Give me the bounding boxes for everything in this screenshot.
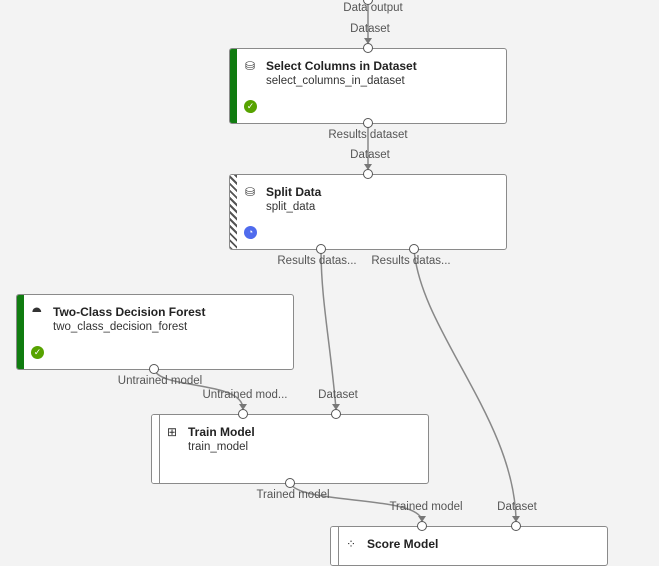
edge xyxy=(413,248,517,522)
node-title: Score Model xyxy=(367,537,439,551)
port-label: Dataset xyxy=(497,501,537,513)
node-subtitle: select_columns_in_dataset xyxy=(266,75,405,87)
status-bar xyxy=(152,415,160,483)
port-label: Dataset xyxy=(350,149,390,161)
node-select-columns[interactable]: ⛁ Select Columns in Dataset select_colum… xyxy=(229,48,507,124)
node-subtitle: two_class_decision_forest xyxy=(53,321,188,333)
node-subtitle: train_model xyxy=(188,441,249,453)
port-label: Data output xyxy=(343,2,403,14)
input-port[interactable] xyxy=(417,521,427,531)
input-port[interactable] xyxy=(238,409,248,419)
status-bar xyxy=(17,295,24,369)
node-train-model[interactable]: ⊞ Train Model train_model xyxy=(151,414,429,484)
tree-icon: ⯊ xyxy=(32,305,42,319)
status-bar xyxy=(230,49,237,123)
output-port[interactable] xyxy=(316,244,326,254)
dataset-gear-icon: ⛁ xyxy=(245,185,256,199)
check-icon: ✓ xyxy=(244,100,257,113)
input-port[interactable] xyxy=(331,409,341,419)
output-port[interactable] xyxy=(363,118,373,128)
node-title: Two-Class Decision Forest xyxy=(53,305,206,319)
edge xyxy=(320,248,337,410)
port-label: Trained model xyxy=(389,501,463,513)
port-label: Untrained mod... xyxy=(202,389,288,401)
output-port[interactable] xyxy=(409,244,419,254)
status-bar xyxy=(331,527,339,565)
scatter-icon: ⁘ xyxy=(346,537,357,551)
node-title: Train Model xyxy=(188,425,255,439)
port-label: Results datas... xyxy=(371,255,451,267)
port-label: Results datas... xyxy=(277,255,357,267)
input-port[interactable] xyxy=(511,521,521,531)
port-label: Results dataset xyxy=(328,129,408,141)
port-label: Untrained model xyxy=(117,375,203,387)
node-two-class-decision-forest[interactable]: ⯊ Two-Class Decision Forest two_class_de… xyxy=(16,294,294,370)
dataset-gear-icon: ⛁ xyxy=(245,59,256,73)
node-subtitle: split_data xyxy=(266,201,316,213)
output-port[interactable] xyxy=(285,478,295,488)
input-port[interactable] xyxy=(363,169,373,179)
node-title: Split Data xyxy=(266,185,322,199)
node-split-data[interactable]: ⛁ Split Data split_data ◔ xyxy=(229,174,507,250)
node-title: Select Columns in Dataset xyxy=(266,59,417,73)
status-bar xyxy=(230,175,237,249)
input-port[interactable] xyxy=(363,43,373,53)
train-icon: ⊞ xyxy=(167,425,178,439)
port-label: Trained model xyxy=(256,489,330,501)
clock-icon: ◔ xyxy=(244,226,257,239)
port-label: Dataset xyxy=(350,23,390,35)
output-port[interactable] xyxy=(149,364,159,374)
check-icon: ✓ xyxy=(31,346,44,359)
port-label: Dataset xyxy=(318,389,358,401)
node-score-model[interactable]: ⁘ Score Model xyxy=(330,526,608,566)
